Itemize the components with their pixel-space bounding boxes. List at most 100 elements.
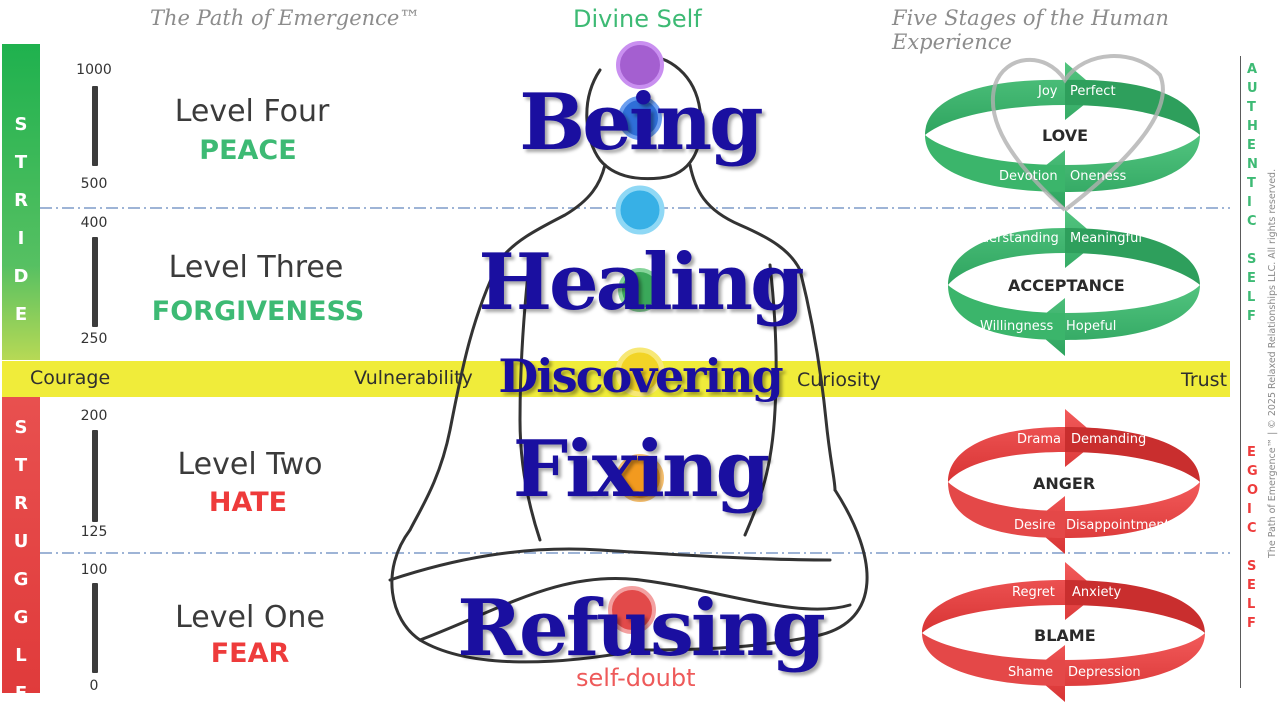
loop-upper-arc [948, 409, 1100, 482]
vertical-letter: T [14, 152, 28, 173]
third-eye-chakra-icon [618, 96, 662, 140]
loop-label-top-left: Regret [1012, 585, 1055, 600]
right-header-title: Five Stages of the Human Experience [892, 6, 1169, 54]
vertical-letter: H [1247, 119, 1258, 134]
right-border-line [1240, 56, 1241, 688]
figure-left-leg [390, 528, 642, 664]
scale-bottom-label: 125 [80, 524, 108, 540]
loop-label-bottom-left: Desire [1014, 518, 1056, 533]
vertical-letter [1247, 541, 1259, 554]
figure-left-arm [408, 258, 502, 532]
level-title: Level Three [168, 250, 344, 285]
scale-top-label: 1000 [76, 62, 112, 78]
vertical-letter: S [14, 417, 28, 438]
loop-label-top-left: Understanding [963, 231, 1059, 246]
vertical-letter: U [1247, 81, 1258, 96]
vertical-letter: A [1247, 62, 1258, 77]
loop-label-bottom-left: Shame [1008, 665, 1054, 680]
scale-bottom-label: 250 [80, 331, 108, 347]
vertical-letter: I [1247, 195, 1252, 210]
vertical-letter: I [1247, 502, 1252, 517]
loop-lower-left [922, 633, 1065, 686]
level-subtitle: FEAR [210, 638, 290, 669]
figure-right-torso [743, 263, 778, 537]
band-label-courage: Courage [30, 367, 111, 389]
loop-lower-arc [1030, 285, 1200, 356]
loop-label-bottom-right: Depression [1068, 665, 1141, 680]
loop-label-bottom-right: Oneness [1070, 169, 1127, 184]
figure-lap [388, 547, 832, 582]
vertical-letter: E [1247, 271, 1256, 286]
loop-label-bottom-right: Hopeful [1066, 319, 1117, 334]
stage-refusing: Refusing [457, 583, 826, 674]
vertical-letter: S [1247, 252, 1257, 267]
loop-upper-arc [925, 62, 1100, 135]
vertical-letter: S [14, 114, 28, 135]
scale-bar [92, 583, 98, 673]
vertical-letter: L [15, 645, 27, 666]
vertical-letter: T [1247, 176, 1256, 191]
figure-neck-right [688, 163, 802, 272]
sacral-chakra-icon [616, 454, 664, 502]
loop-center-label: BLAME [1034, 626, 1096, 645]
figure-cross-leg [418, 576, 852, 642]
level-title: Level One [175, 600, 325, 635]
loop-center-label: LOVE [1042, 126, 1089, 145]
loop-label-bottom-left: Willingness [980, 319, 1054, 334]
throat-chakra-icon [615, 185, 665, 235]
scale-bar [92, 237, 98, 327]
loop-label-top-left: Drama [1017, 432, 1061, 447]
loop-upper-arc [948, 210, 1100, 285]
vertical-letter: G [1247, 464, 1258, 479]
figure-right-leg [638, 488, 869, 652]
vertical-letter: E [14, 683, 28, 704]
loop-lower-left [948, 285, 1065, 340]
vertical-letter: E [1247, 578, 1256, 593]
level-title: Level Two [177, 447, 323, 482]
band-label-trust: Trust [1181, 369, 1228, 391]
loop-center-label: ANGER [1033, 474, 1096, 493]
vertical-letter: N [1247, 157, 1258, 172]
scale-top-label: 200 [80, 408, 108, 424]
vertical-letter: C [1247, 214, 1257, 229]
vertical-letter: G [13, 607, 29, 628]
loop-lower-arc [1030, 633, 1205, 702]
vertical-letter: E [1247, 138, 1256, 153]
crown-chakra-icon [616, 41, 664, 89]
vertical-letter: F [1247, 616, 1256, 631]
scale-bottom-label: 500 [80, 176, 108, 192]
loop-label-top-right: Meaningful [1070, 231, 1142, 246]
vertical-letter: S [1247, 559, 1257, 574]
vertical-letter: E [14, 304, 28, 325]
band-label-curiosity: Curiosity [797, 369, 881, 391]
vertical-letter: L [1247, 290, 1256, 305]
vertical-letter: R [14, 190, 28, 211]
loop-label-top-right: Demanding [1071, 432, 1147, 447]
stage-being: Being [519, 77, 763, 168]
figure-neck-left [498, 163, 607, 262]
loop-upper-right [1065, 79, 1200, 135]
vertical-letter: L [1247, 597, 1256, 612]
vertical-letter: O [1247, 483, 1259, 498]
scale-bottom-label: 0 [89, 678, 99, 694]
heart-outline [990, 54, 1165, 212]
vertical-letter: T [14, 455, 28, 476]
loop-upper-right [1065, 580, 1205, 633]
vertical-letter: D [13, 266, 29, 287]
loop-lower-arc [1030, 482, 1200, 554]
loop-upper-right [1065, 427, 1200, 482]
loop-lower-left [948, 482, 1065, 538]
root-chakra-icon [608, 586, 656, 634]
copyright-text: The Path of Emergence™ | © 2025 Relaxed … [1267, 168, 1278, 558]
level-title: Level Four [174, 94, 330, 129]
stage-discovering: Discovering [498, 349, 783, 403]
self-doubt-label: self-doubt [576, 664, 696, 692]
solar-plexus-chakra-icon [615, 347, 665, 397]
vertical-letter: F [1247, 309, 1256, 324]
loop-lower-arc [1030, 135, 1200, 208]
loop-label-top-right: Anxiety [1072, 585, 1122, 600]
